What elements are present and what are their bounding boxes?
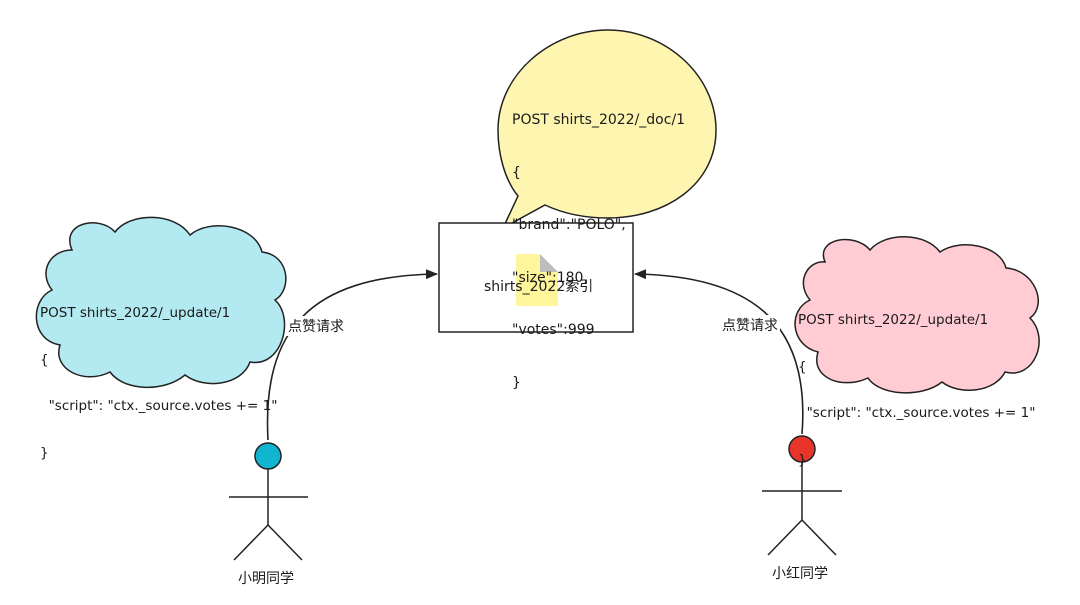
left-cloud-line: "script": "ctx._source.votes += 1" — [40, 398, 278, 414]
speech-bubble — [497, 29, 717, 230]
index-label: shirts_2022索引 — [484, 279, 594, 295]
left-actor[interactable] — [229, 442, 308, 561]
bubble-line: "size":180, — [512, 269, 588, 286]
bubble-line: { — [512, 164, 521, 181]
left-actor-name: 小明同学 — [238, 571, 294, 587]
bubble-line: POST shirts_2022/_doc/1 — [512, 112, 686, 128]
bubble-line: } — [512, 374, 521, 391]
left-cloud-text: POST shirts_2022/_update/1 { "script": "… — [40, 275, 277, 477]
left-cloud-line: POST shirts_2022/_update/1 — [40, 305, 231, 321]
right-cloud-line: } — [798, 451, 807, 468]
right-arrow-label: 点赞请求 — [720, 315, 780, 335]
right-cloud-line: POST shirts_2022/_update/1 — [798, 312, 989, 328]
left-cloud-line: } — [40, 444, 49, 461]
bubble-line: "brand":"POLO", — [512, 217, 626, 233]
right-actor[interactable] — [762, 435, 842, 556]
bubble-line: "votes":999 — [512, 322, 595, 338]
left-arrow — [266, 269, 438, 441]
document-icon — [516, 254, 558, 306]
speech-bubble-text: POST shirts_2022/_doc/1 { "brand":"POLO"… — [512, 77, 685, 410]
right-cloud-line: "script": "ctx._source.votes += 1" — [798, 405, 1036, 421]
left-arrow-label: 点赞请求 — [286, 316, 346, 336]
right-cloud-text: POST shirts_2022/_update/1 { "script": "… — [798, 282, 1035, 484]
right-cloud-line: { — [798, 358, 807, 375]
left-cloud-line: { — [40, 351, 49, 368]
right-cloud — [794, 236, 1040, 394]
left-cloud — [35, 216, 287, 389]
right-actor-name: 小红同学 — [772, 566, 828, 582]
